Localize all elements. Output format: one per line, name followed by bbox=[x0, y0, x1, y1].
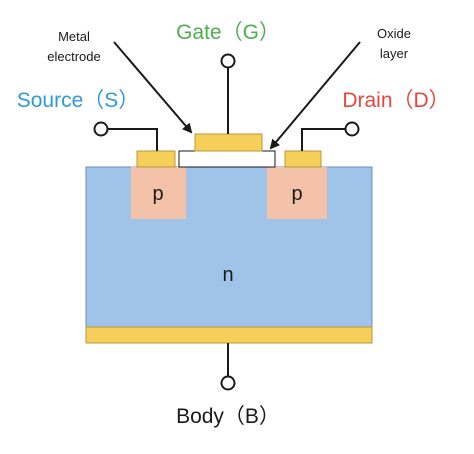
n-region-label: n bbox=[222, 264, 233, 286]
p-region-left-label: p bbox=[152, 183, 163, 205]
metal-electrode-arrow bbox=[113, 41, 193, 134]
gate-label: Gate（G） bbox=[176, 21, 280, 44]
drain-label: Drain（D） bbox=[342, 89, 449, 112]
oxide-layer-label-line1: Oxide bbox=[377, 26, 411, 41]
p-region-right bbox=[267, 167, 327, 219]
drain-electrode bbox=[284, 150, 322, 168]
source-label: Source（S） bbox=[17, 89, 140, 112]
drain-wire bbox=[301, 128, 345, 151]
source-terminal bbox=[93, 121, 109, 137]
p-region-left bbox=[131, 167, 186, 219]
source-electrode bbox=[136, 150, 176, 168]
metal-electrode-label-line2: electrode bbox=[47, 49, 100, 64]
body-electrode bbox=[85, 326, 373, 344]
source-wire bbox=[107, 128, 158, 151]
metal-electrode-label-line1: Metal bbox=[58, 29, 90, 44]
gate-electrode bbox=[194, 133, 263, 152]
n-substrate bbox=[85, 166, 373, 328]
oxide-layer-label-line2: layer bbox=[380, 46, 409, 61]
body-terminal bbox=[220, 375, 236, 391]
oxide-layer bbox=[178, 150, 276, 168]
drain-terminal bbox=[344, 121, 360, 137]
gate-terminal bbox=[220, 53, 236, 69]
oxide-layer-arrow bbox=[269, 41, 361, 150]
body-label: Body（B） bbox=[176, 405, 280, 428]
p-region-right-label: p bbox=[291, 183, 302, 205]
